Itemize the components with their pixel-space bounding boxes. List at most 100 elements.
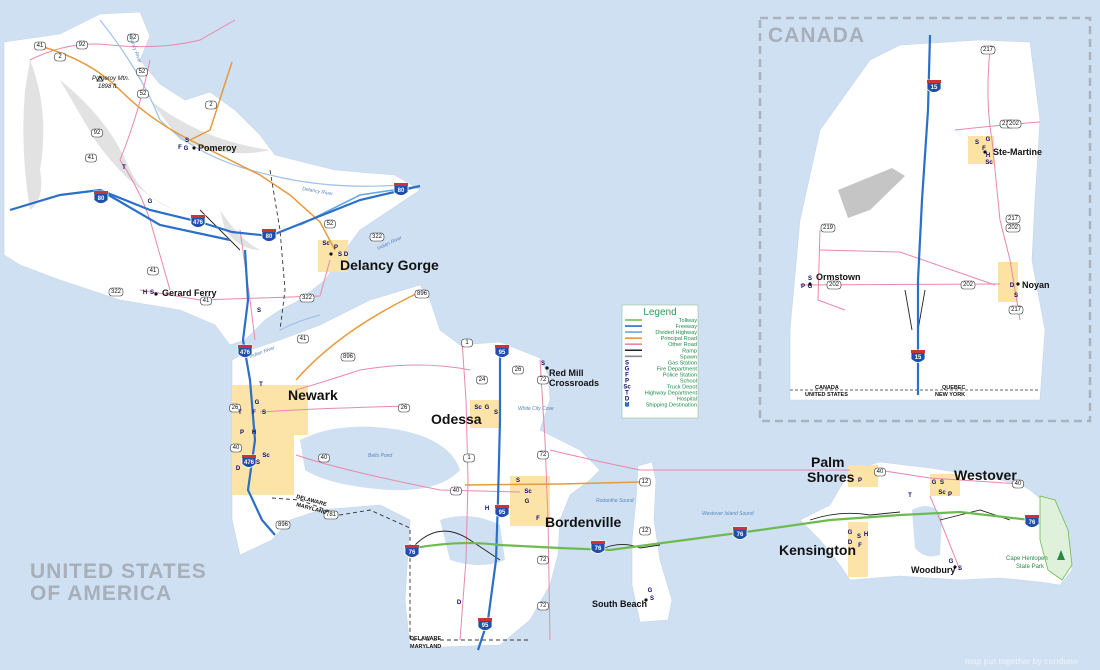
country-label-usa-line1: UNITED STATES [30,560,207,583]
urban-areas [232,240,960,577]
svg-text:80: 80 [266,234,273,240]
town-label-red-mill: Red Mill [549,368,584,378]
svg-text:41: 41 [150,268,157,274]
town-label-ste-martine: Ste-Martine [993,147,1042,157]
state-route-shield: 217 [980,45,996,55]
border-label: NEW YORK [935,392,965,398]
poi-marker: S [808,276,812,282]
state-route-shield: 219 [820,223,836,233]
svg-text:896: 896 [278,522,289,528]
legend-code: G [625,366,630,372]
tree-icon [1057,550,1065,560]
interstate-shield: 95 [494,344,510,358]
poi-marker: S [150,290,154,296]
poi-marker: G [148,199,153,205]
state-route-shield: 322 [299,293,315,303]
poi-marker: P [801,284,805,290]
lake-belts-pond [300,426,460,491]
poi-marker: Sc [322,241,330,247]
shipping-destination-icon [624,402,630,407]
legend-title: Legend [643,307,676,318]
legend-label: Police Station [663,372,697,378]
town-label-south-beach: South Beach [592,599,647,609]
svg-text:12: 12 [642,479,649,485]
poi-marker: P [334,245,338,251]
svg-text:41: 41 [203,298,210,304]
poi-marker: H [864,532,868,538]
town-label-shores: Shores [807,469,855,485]
map-credit: map put together by condunn [965,657,1078,666]
poi-marker: S [185,138,189,144]
town-label-odessa: Odessa [431,411,482,427]
state-route-shield: 52 [136,67,148,77]
interstate-shield: 476 [190,214,206,228]
svg-text:26: 26 [515,367,522,373]
svg-text:1: 1 [465,340,469,346]
peak-triangle-icon [96,75,104,82]
poi-marker: D [236,466,241,472]
svg-text:15: 15 [915,355,922,361]
legend-code: P [625,379,629,385]
town-label-palm: Palm [811,454,844,470]
svg-text:72: 72 [540,603,547,609]
state-route-shield: 896 [340,352,356,362]
svg-text:12: 12 [642,528,649,534]
poi-marker: S [256,460,260,466]
svg-text:41: 41 [300,336,307,342]
svg-text:322: 322 [111,289,122,295]
svg-text:896: 896 [417,291,428,297]
svg-text:41: 41 [88,155,95,161]
state-route-shield: 72 [537,601,549,611]
terrain-relief [23,60,270,250]
water-label: Delancy River [302,186,334,197]
poi-marker: D [1010,283,1015,289]
border-label: DELAWARE [410,636,442,642]
poi-marker: G [932,480,937,486]
legend-label: Freeway [676,324,698,330]
poi-markers: S F G Sc P S D G T F S P H Sc D S T Sc G… [122,137,1018,606]
town-label-westover: Westover [954,467,1017,483]
legend-label: Shipping Destination [646,403,697,409]
svg-text:26: 26 [401,405,408,411]
svg-text:92: 92 [79,42,86,48]
svg-text:202: 202 [963,282,974,288]
peak-elevation: 1898 ft. [98,84,118,90]
poi-marker: Sc [262,453,270,459]
border-label: MARYLAND [410,644,441,650]
state-route-shield: 26 [229,403,241,413]
poi-marker: S [958,566,962,572]
poi-marker: H [986,153,990,159]
svg-text:76: 76 [409,550,416,556]
town-label-woodbury: Woodbury [911,565,955,575]
state-route-shield: 41 [34,41,46,51]
principal-roads [39,45,641,486]
poi-marker: Sc [474,405,482,411]
state-route-shield: 26 [512,365,524,375]
border-label: UNITED STATES [805,392,848,398]
interstate-shield: 76 [590,540,606,554]
state-route-shield: 41 [147,266,159,276]
park-label-line1: Cape Henlopen [1006,556,1048,562]
state-route-shield: 202 [1006,119,1022,129]
legend-label: Truck Depot [667,385,698,391]
legend-label: Hospital [677,397,697,403]
svg-text:72: 72 [540,452,547,458]
svg-text:1: 1 [467,455,471,461]
svg-text:95: 95 [499,350,506,356]
svg-text:72: 72 [540,377,547,383]
poi-marker: P [240,430,244,436]
town-label-gerard-ferry: Gerard Ferry [162,288,217,298]
svg-text:52: 52 [130,35,137,41]
state-route-shield: 322 [369,232,385,242]
poi-marker: P [948,492,952,498]
poi-marker: H [143,290,147,296]
state-route-shield: 40 [230,443,242,453]
svg-text:476: 476 [244,460,255,466]
state-route-shield: 26 [398,403,410,413]
town-label-pomeroy: Pomeroy [198,143,237,153]
state-route-shield: 24 [476,375,488,385]
svg-text:95: 95 [482,623,489,629]
lake-east [912,506,942,557]
